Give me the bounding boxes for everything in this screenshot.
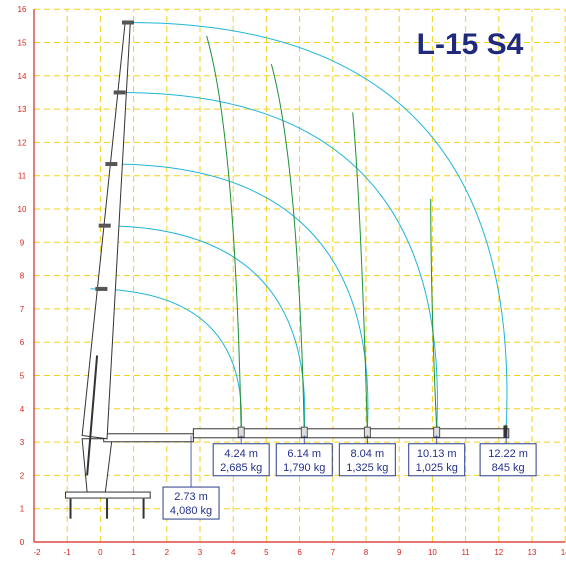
load-label-box <box>162 486 220 520</box>
y-tick-label: 14 <box>18 72 27 81</box>
y-tick-label: 3 <box>20 438 25 447</box>
load-label-reach: 12.22 m <box>488 448 528 460</box>
x-tick-label: 9 <box>397 548 402 557</box>
grid <box>34 8 566 542</box>
load-label-box <box>479 443 537 477</box>
tick-labels: -2-1012345678910111213140123456789101112… <box>18 5 566 557</box>
load-label-reach: 10.13 m <box>417 448 457 460</box>
load-label-weight: 4,080 kg <box>170 505 212 517</box>
x-tick-label: 11 <box>461 548 470 557</box>
envelope-arc <box>100 225 306 431</box>
y-tick-label: 13 <box>18 105 27 114</box>
boom-section-joint <box>121 20 134 25</box>
main-boom <box>103 433 194 443</box>
reach-line <box>430 199 438 431</box>
y-tick-label: 8 <box>20 272 25 281</box>
x-tick-label: -2 <box>33 548 41 557</box>
x-tick-label: 12 <box>494 548 503 557</box>
crane-column <box>81 438 113 493</box>
reach-line <box>206 35 242 431</box>
load-label-box <box>212 443 270 477</box>
load-label-reach: 2.73 m <box>174 491 208 503</box>
chart-title: L-15 S4 <box>417 28 524 61</box>
reach-lines <box>206 35 507 431</box>
crane-drawing <box>65 20 510 519</box>
load-label-weight: 2,685 kg <box>220 462 262 474</box>
x-tick-label: 13 <box>528 548 537 557</box>
raised-boom <box>81 20 131 440</box>
x-tick-label: 8 <box>364 548 369 557</box>
load-label-reach: 4.24 m <box>224 448 258 460</box>
x-tick-label: 3 <box>198 548 203 557</box>
load-label-weight: 1,325 kg <box>346 462 388 474</box>
x-tick-label: 6 <box>297 548 302 557</box>
reach-line <box>270 64 305 431</box>
hydraulic-cylinder <box>86 355 99 476</box>
y-tick-label: 12 <box>18 138 27 147</box>
envelope-arc <box>120 91 438 431</box>
x-tick-label: 5 <box>264 548 269 557</box>
y-tick-label: 11 <box>18 172 27 181</box>
x-tick-label: 0 <box>98 548 103 557</box>
x-tick-label: 7 <box>331 548 336 557</box>
x-tick-label: 2 <box>165 548 170 557</box>
x-tick-label: 1 <box>131 548 136 557</box>
y-tick-label: 1 <box>20 505 25 514</box>
boom-extension <box>192 428 510 439</box>
envelope-arcs <box>90 22 508 431</box>
load-label-weight: 1,025 kg <box>416 462 458 474</box>
y-tick-label: 4 <box>20 405 25 414</box>
axes <box>33 9 566 543</box>
boom-section-joint <box>105 162 118 167</box>
x-tick-label: 4 <box>231 548 236 557</box>
envelope-arc <box>128 22 508 431</box>
y-tick-label: 10 <box>18 205 27 214</box>
x-tick-label: -1 <box>64 548 72 557</box>
reach-line <box>352 112 368 431</box>
boom-section-joint <box>95 286 108 291</box>
x-tick-label: 10 <box>428 548 437 557</box>
load-label-reach: 8.04 m <box>351 448 385 460</box>
load-label-weight: 845 kg <box>492 462 525 474</box>
load-label-box <box>275 443 333 477</box>
y-tick-label: 6 <box>20 338 25 347</box>
crane-base <box>65 491 151 499</box>
y-tick-label: 2 <box>20 471 25 480</box>
y-tick-label: 9 <box>20 238 25 247</box>
load-label-box <box>338 443 396 477</box>
y-tick-label: 0 <box>20 538 25 547</box>
load-label-weight: 1,790 kg <box>283 462 325 474</box>
load-label-reach: 6.14 m <box>287 448 321 460</box>
boom-section-joint <box>113 90 126 95</box>
boom-tip <box>503 425 508 438</box>
y-tick-label: 5 <box>20 372 25 381</box>
boom-section-joint <box>98 223 111 228</box>
y-tick-label: 15 <box>18 39 27 48</box>
y-tick-label: 7 <box>20 305 25 314</box>
y-tick-label: 16 <box>18 5 27 14</box>
x-tick-label: 14 <box>561 548 566 557</box>
load-labels: 2.73 m 4,080 kg 4.24 m 2,685 kg 6.14 m 1,790 … <box>162 435 537 520</box>
load-label-box <box>408 443 466 477</box>
